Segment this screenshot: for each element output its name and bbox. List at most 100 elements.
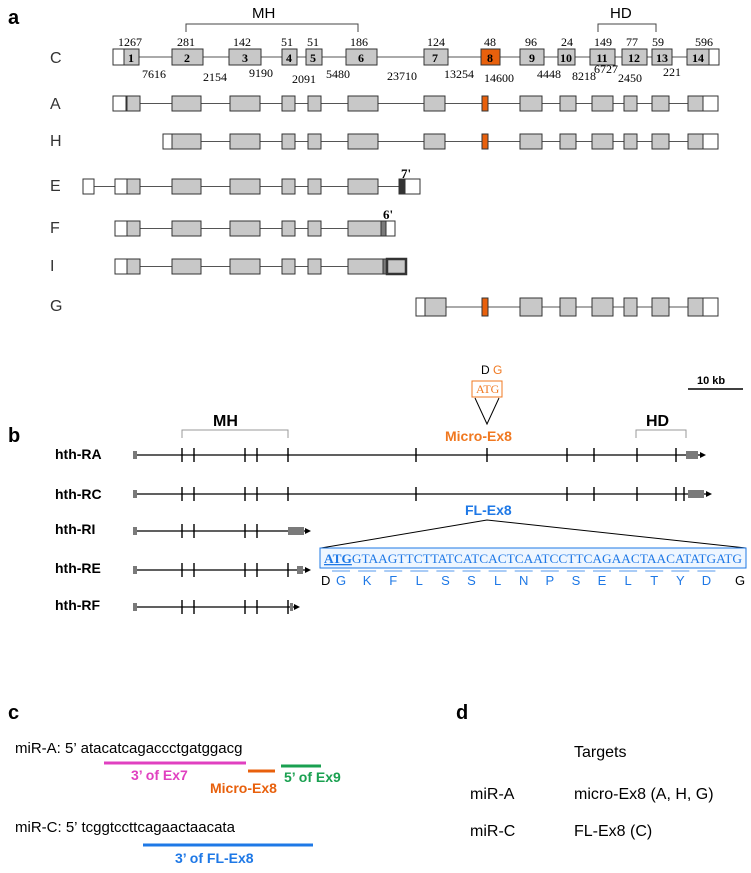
micro-exon (480, 48, 501, 66)
utr-mark (688, 490, 704, 498)
exon-block (687, 95, 704, 112)
fl-amino-acid: L (624, 573, 631, 588)
exon-block (559, 297, 577, 317)
exon-block (651, 95, 670, 112)
micro-exon-box (471, 380, 503, 398)
utr-mark (133, 527, 137, 535)
exon-block (385, 257, 408, 276)
exon-block (345, 48, 378, 66)
utr-mark (133, 490, 137, 498)
transcript-arrow (700, 452, 706, 458)
isoform-label-c: C (50, 50, 62, 67)
fl-amino-acid: L (416, 573, 423, 588)
exon-block (229, 178, 261, 195)
exon-size: 281 (177, 35, 195, 49)
exon-number: 2 (184, 51, 190, 65)
exon-block (591, 95, 614, 112)
panel-a-label: a (8, 7, 20, 29)
exon-block (519, 95, 543, 112)
exon-block (123, 48, 140, 66)
exon-block (589, 48, 616, 66)
ex9-part-label: 5’ of Ex9 (284, 769, 341, 785)
transcript-label-ri: hth-RI (55, 521, 95, 537)
exon-block (281, 178, 296, 195)
exon-block (281, 258, 296, 275)
mh-domain-label: MH (252, 5, 275, 22)
intron-size: 2154 (203, 70, 227, 84)
mir-c-sequence-line: miR-C: 5’tcggtccttcagaactaacata (15, 819, 236, 836)
ex7-part-label: 3’ of Ex7 (131, 767, 188, 783)
intron-size: 8218 (572, 69, 596, 83)
intron-size: 221 (663, 65, 681, 79)
fl-amino-acid: P (545, 573, 554, 588)
panel-b-label: b (8, 425, 20, 447)
fl-exon-label: FL-Ex8 (465, 502, 512, 518)
fl-amino-acid: N (519, 573, 528, 588)
exon-block (171, 220, 202, 237)
exon-size: 51 (281, 35, 293, 49)
exon-block (423, 48, 449, 66)
transcript-label-rf: hth-RF (55, 597, 101, 613)
fl-amino-acid: T (650, 573, 658, 588)
exon-block (621, 48, 648, 66)
mh-label-b: MH (213, 413, 238, 430)
exon-number: 3 (242, 51, 248, 65)
exon-size: 24 (561, 35, 573, 49)
exon-block (307, 95, 322, 112)
exon-block (229, 258, 261, 275)
exon-block (126, 95, 141, 112)
exon-block (557, 48, 576, 66)
exon-size: 596 (695, 35, 713, 49)
transcript-label-ra: hth-RA (55, 446, 102, 462)
intron-size: 2450 (618, 71, 642, 85)
utr-mark (133, 566, 137, 574)
micro-exon-sequence: ATG (476, 382, 500, 396)
exon-number: 11 (596, 51, 607, 65)
transcript-label-rc: hth-RC (55, 486, 102, 502)
exon-block (281, 48, 298, 66)
intron-size: 13254 (444, 67, 474, 81)
exon-size: 1267 (118, 35, 142, 49)
isoform-label-e: E (50, 178, 61, 195)
intron-size: 5480 (326, 67, 350, 81)
exon-number: 4 (286, 51, 292, 65)
exon-block (171, 258, 202, 275)
exon-block (398, 178, 406, 195)
hd-bracket: HD (597, 5, 657, 32)
scale-bar-label: 10 kb (697, 375, 725, 387)
micro-aa-right: G (493, 363, 502, 377)
exon-number: 13 (656, 51, 668, 65)
micro-aa-left: D (481, 363, 490, 377)
transcript-arrow (305, 528, 311, 534)
utr-block (702, 95, 719, 112)
isoform-c-structure (112, 48, 720, 66)
transcript-arrow (294, 604, 300, 610)
exon-block (281, 95, 296, 112)
utr-block (404, 178, 421, 195)
transcript-ra (133, 448, 706, 462)
utr-block (82, 178, 95, 195)
utr-block (114, 178, 128, 195)
exon-block (423, 95, 446, 112)
exon-number: 12 (628, 51, 640, 65)
exon-block (281, 220, 296, 237)
mir-c-sequence: tcggtccttcagaactaacata (82, 819, 236, 836)
exon-block (307, 133, 322, 150)
intron-size: 7616 (142, 67, 166, 81)
exon-size: 96 (525, 35, 537, 49)
targets-header: Targets (574, 744, 626, 761)
isoform-i-row (114, 257, 408, 276)
exon-size: 186 (350, 35, 368, 49)
exon-block (651, 297, 670, 317)
isoform-label-a: A (50, 96, 61, 113)
exon-number: 10 (560, 51, 572, 65)
exon-block (347, 258, 384, 275)
exon-number: 1 (128, 51, 134, 65)
exon-number: 6 (358, 51, 364, 65)
utr-mark (133, 451, 137, 459)
exon-block (126, 220, 141, 237)
exon-block (171, 178, 202, 195)
fl-amino-acid: F (389, 573, 397, 588)
utr-block (112, 48, 125, 66)
fl-ex8-callout: FL-Ex8 ATGGTAAGTTCTTATCATCACTCAATCCTTCAG… (319, 502, 747, 588)
